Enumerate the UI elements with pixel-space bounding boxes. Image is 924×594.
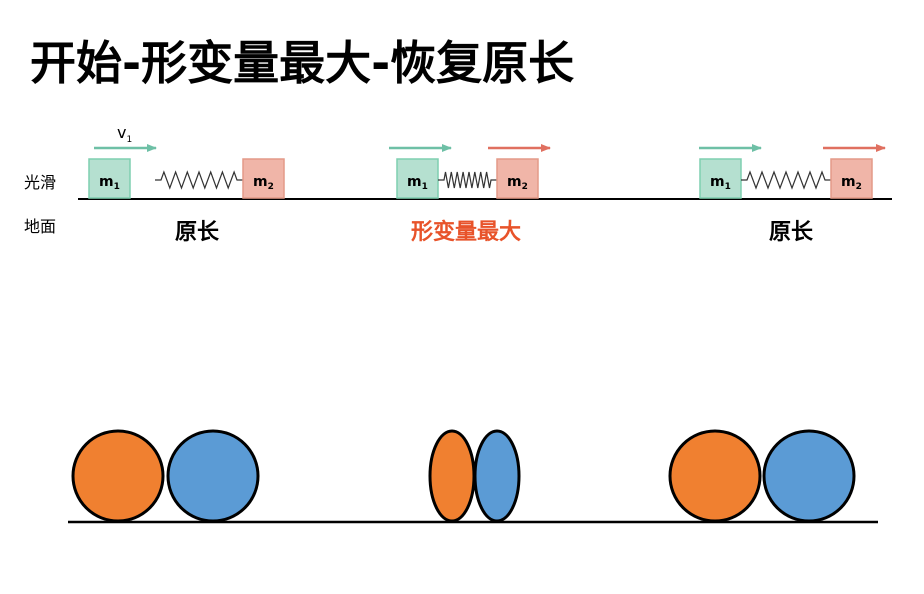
state-restored: m1 m2 原长	[699, 144, 886, 245]
block-m2-label: m2	[841, 174, 862, 192]
spring	[438, 171, 497, 189]
block-m1-label: m1	[710, 174, 731, 192]
ball-blue	[762, 429, 856, 523]
ball-blue	[166, 429, 260, 523]
page-title: 开始-形变量最大-恢复原长	[30, 36, 574, 90]
block-m1-label: m1	[99, 174, 120, 192]
spring	[155, 170, 243, 190]
ball-orange	[71, 429, 165, 523]
ball-blue-deformed	[473, 429, 521, 523]
surface-label-smooth: 光滑	[24, 173, 56, 192]
state-max-compression: m1 m2 形变量最大	[389, 144, 551, 245]
block-m2	[830, 158, 873, 199]
state-label: 形变量最大	[411, 219, 521, 245]
block-m2-label: m2	[507, 174, 528, 192]
block-m1	[699, 158, 742, 199]
state-label: 原长	[769, 220, 814, 245]
block-m1-label: m1	[407, 174, 428, 192]
ball-orange-deformed	[428, 429, 476, 523]
block-m2	[242, 158, 285, 199]
state-start: m1 m2 原长	[88, 144, 285, 245]
block-m1	[396, 158, 439, 199]
block-m2-label: m2	[253, 174, 274, 192]
block-m1	[88, 158, 131, 199]
surface-label-ground: 地面	[24, 217, 56, 236]
state-label: 原长	[175, 220, 220, 245]
velocity-label: v1	[117, 123, 132, 145]
ball-orange	[668, 429, 762, 523]
spring	[741, 170, 831, 190]
block-m2	[496, 158, 539, 199]
